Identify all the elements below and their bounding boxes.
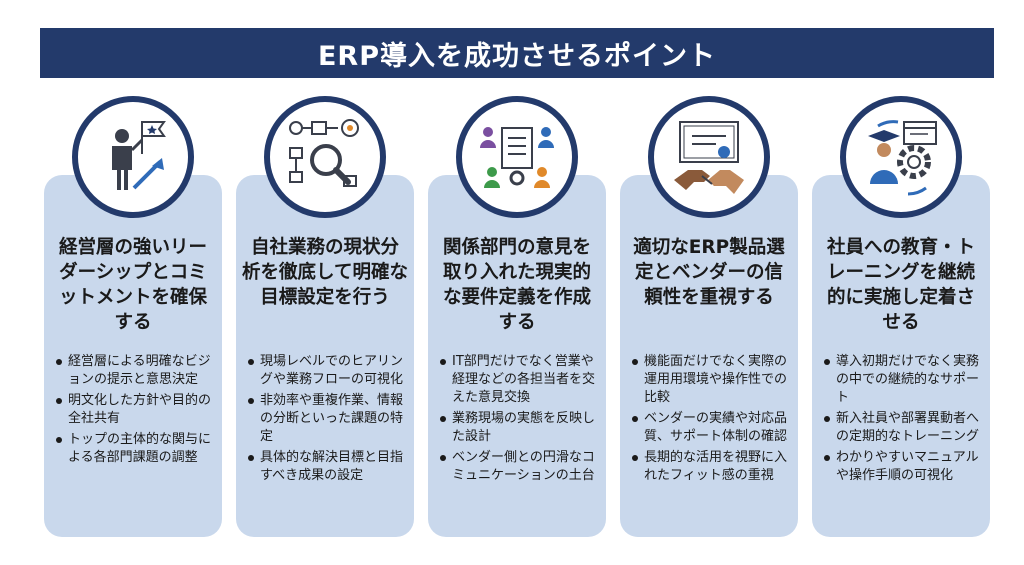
card-title: 社員への教育・トレーニングを継続的に実施し定着させる — [826, 237, 975, 333]
list-item: ベンダーの実績や対応品質、サポート体制の確認 — [630, 410, 790, 446]
list-item: 業務現場の実態を反映した設計 — [438, 410, 598, 446]
point-card-4: 適切なERP製品選定とベンダーの信頼性を重視する 機能面だけでなく実際の運用用環… — [620, 175, 798, 537]
list-item: 経営層による明確なビジョンの提示と意思決定 — [54, 353, 214, 389]
list-item: 新入社員や部署異動者への定期的なトレーニング — [822, 410, 982, 446]
title-banner: ERP導入を成功させるポイント — [40, 28, 994, 78]
leader-flag-growth-icon — [72, 96, 194, 218]
certificate-handshake-icon — [648, 96, 770, 218]
list-item: ベンダー側との円滑なコミュニケーションの土台 — [438, 449, 598, 485]
team-requirements-document-icon — [456, 96, 578, 218]
list-item: 導入初期だけでなく実務の中での継続的なサポート — [822, 353, 982, 407]
point-card-2: 自社業務の現状分析を徹底して明確な目標設定を行う 現場レベルでのヒアリングや業務… — [236, 175, 414, 537]
list-item: 機能面だけでなく実際の運用用環境や操作性での比較 — [630, 353, 790, 407]
training-graduate-gear-icon — [840, 96, 962, 218]
point-card-1: 経営層の強いリーダーシップとコミットメントを確保する 経営層による明確なビジョン… — [44, 175, 222, 537]
card-title: 自社業務の現状分析を徹底して明確な目標設定を行う — [242, 237, 408, 308]
card-title: 関係部門の意見を取り入れた現実的な要件定義を作成する — [442, 237, 591, 333]
list-item: 具体的な解決目標と目指すべき成果の設定 — [246, 449, 406, 485]
point-card-3: 関係部門の意見を取り入れた現実的な要件定義を作成する IT部門だけでなく営業や経… — [428, 175, 606, 537]
bullet-list: 導入初期だけでなく実務の中での継続的なサポート 新入社員や部署異動者への定期的な… — [822, 353, 982, 488]
bullet-list: 現場レベルでのヒアリングや業務フローの可視化 非効率や重複作業、情報の分断といっ… — [246, 353, 406, 488]
page-title: ERP導入を成功させるポイント — [317, 40, 717, 72]
list-item: わかりやすいマニュアルや操作手順の可視化 — [822, 449, 982, 485]
bullet-list: IT部門だけでなく営業や経理などの各担当者を交えた意見交換 業務現場の実態を反映… — [438, 353, 598, 488]
list-item: 長期的な活用を視野に入れたフィット感の重視 — [630, 449, 790, 485]
list-item: 明文化した方針や目的の全社共有 — [54, 392, 214, 428]
list-item: 非効率や重複作業、情報の分断といった課題の特定 — [246, 392, 406, 446]
process-analysis-magnifier-icon — [264, 96, 386, 218]
card-title: 適切なERP製品選定とベンダーの信頼性を重視する — [633, 237, 785, 308]
point-card-5: 社員への教育・トレーニングを継続的に実施し定着させる 導入初期だけでなく実務の中… — [812, 175, 990, 537]
list-item: 現場レベルでのヒアリングや業務フローの可視化 — [246, 353, 406, 389]
card-title: 経営層の強いリーダーシップとコミットメントを確保する — [58, 237, 207, 333]
bullet-list: 経営層による明確なビジョンの提示と意思決定 明文化した方針や目的の全社共有 トッ… — [54, 353, 214, 470]
list-item: IT部門だけでなく営業や経理などの各担当者を交えた意見交換 — [438, 353, 598, 407]
bullet-list: 機能面だけでなく実際の運用用環境や操作性での比較 ベンダーの実績や対応品質、サポ… — [630, 353, 790, 488]
list-item: トップの主体的な関与による各部門課題の調整 — [54, 431, 214, 467]
